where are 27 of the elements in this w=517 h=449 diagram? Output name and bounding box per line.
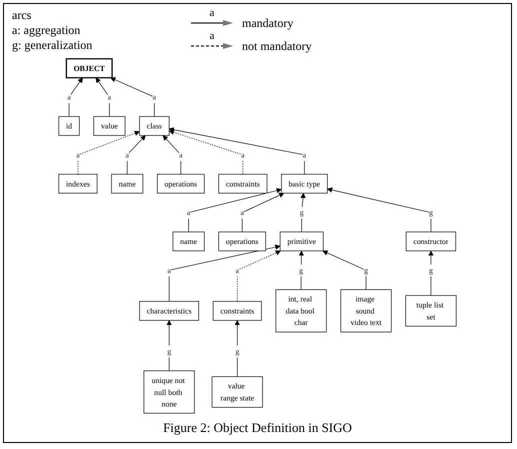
legend-heading: arcs bbox=[12, 8, 32, 23]
arrow bbox=[188, 188, 282, 232]
arc-letter: a bbox=[208, 8, 216, 19]
legend-text: mandatory bbox=[242, 15, 294, 31]
arrow bbox=[68, 78, 83, 117]
arrow bbox=[298, 250, 304, 290]
arc-letter: a bbox=[208, 31, 216, 42]
legend-key: a: aggregation bbox=[12, 23, 182, 38]
arrow bbox=[322, 250, 366, 290]
arrow bbox=[168, 130, 244, 175]
arrow bbox=[96, 78, 110, 117]
arrow bbox=[300, 192, 306, 232]
arrow bbox=[78, 130, 140, 175]
arrow bbox=[242, 192, 284, 232]
arrow bbox=[428, 250, 434, 296]
arrow bbox=[166, 320, 172, 372]
legend-text: not mandatory bbox=[242, 38, 312, 54]
arrow bbox=[168, 244, 280, 302]
arrow bbox=[234, 320, 240, 377]
arrow bbox=[327, 187, 432, 232]
arrow bbox=[162, 135, 182, 175]
figure-caption: Figure 2: Object Definition in SIGO bbox=[162, 419, 353, 437]
arrow bbox=[110, 77, 155, 117]
arrow bbox=[126, 135, 146, 175]
legend-key: g: generalization bbox=[12, 38, 182, 53]
arrow bbox=[168, 127, 305, 175]
arrow bbox=[236, 250, 281, 302]
